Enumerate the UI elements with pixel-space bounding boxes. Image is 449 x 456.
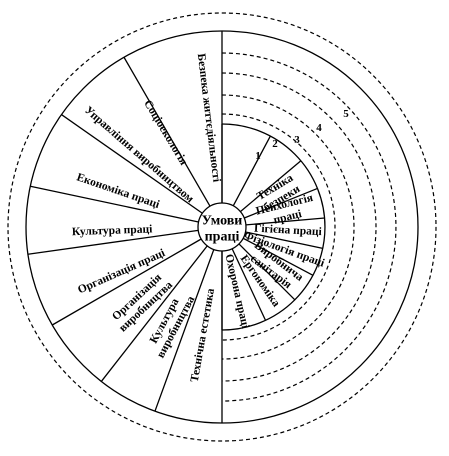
ring-number: 3 (294, 134, 300, 146)
sector-divider (51, 238, 202, 326)
sector-divider (245, 217, 325, 226)
sector-lines (27, 31, 325, 423)
sector-divider (238, 243, 296, 301)
ring-number: 4 (316, 122, 322, 134)
sector-divider (27, 229, 199, 255)
dashed-rings (7, 12, 437, 442)
sector-divider (100, 245, 208, 382)
sector-divider (242, 237, 314, 276)
dashed-ring (221, 94, 355, 360)
sector-divider (30, 185, 199, 223)
sector-label-line: Культура праці (72, 223, 154, 238)
ring-number: 2 (272, 138, 278, 150)
sector-label-kultura-pratsi: Культура праці (72, 223, 154, 238)
dashed-ring (7, 12, 437, 442)
ring-numbers: 12 3 4 5 (255, 108, 349, 162)
sector-divider (154, 249, 215, 412)
sector-divider (244, 187, 318, 219)
sector-label-line: Безпека життєдіяльності (195, 53, 223, 184)
sector-divider (245, 231, 323, 250)
sector-divider (232, 135, 271, 207)
center-circle (197, 202, 247, 252)
inner-ring (221, 123, 326, 331)
sector-label-hihiiena: Гігієна праці (254, 223, 323, 239)
dashed-ring (221, 52, 397, 402)
sector-label-line: Гігієна праці (254, 223, 323, 239)
dashed-ring (221, 113, 336, 341)
center-label-line1: Умови (202, 214, 243, 229)
ring-number: 1 (255, 150, 261, 162)
dashed-ring (221, 72, 377, 382)
sector-divider (61, 114, 203, 214)
sector-divider (231, 248, 267, 321)
ring-number: 5 (343, 108, 349, 120)
sector-label-bezpeka: Безпека життєдіяльності (195, 53, 223, 184)
sector-divider (123, 56, 211, 207)
sector-divider (239, 160, 302, 213)
center-label-line2: праці (205, 230, 240, 245)
